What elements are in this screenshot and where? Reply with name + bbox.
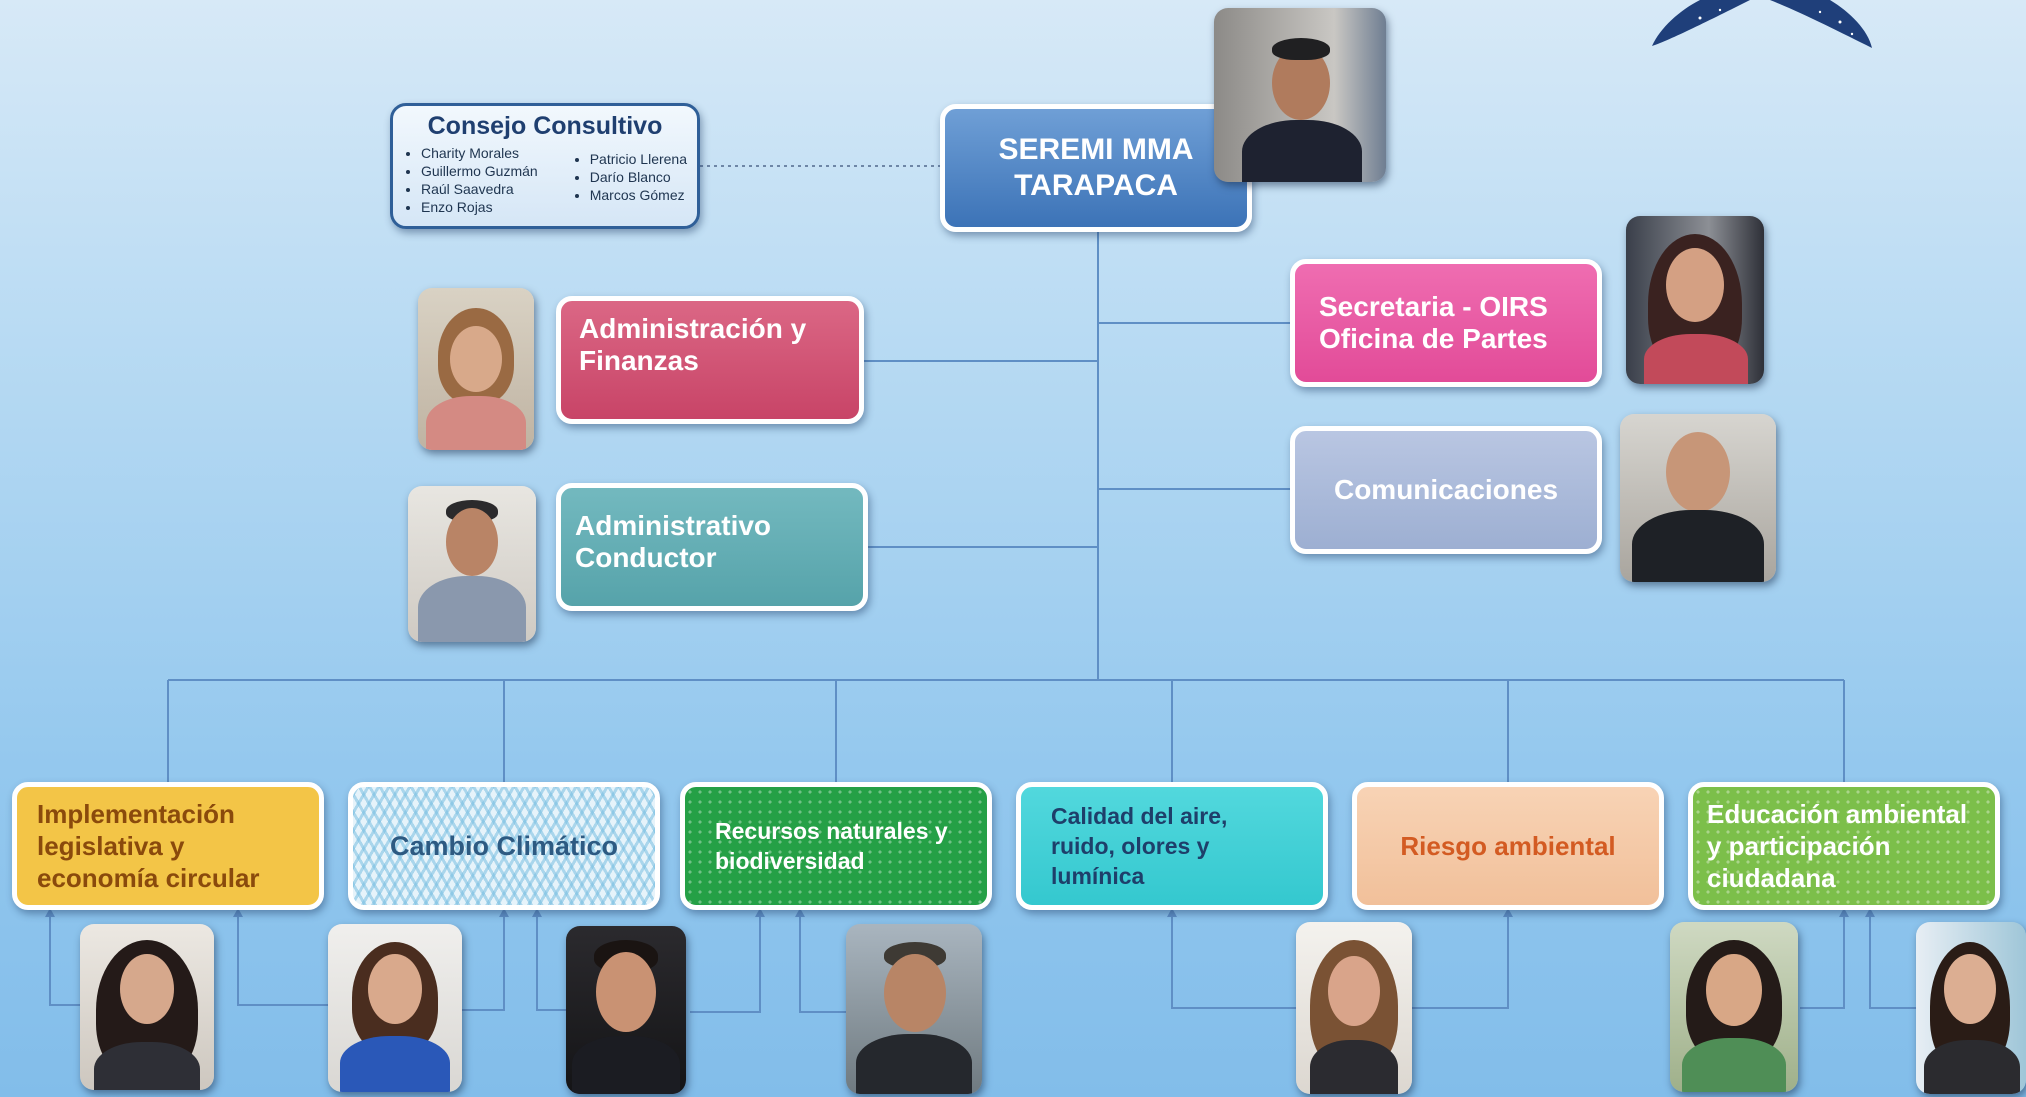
dept-recursos-label: Recursos naturales y biodiversidad <box>715 818 948 874</box>
seremi-line2: TARAPACA <box>1014 169 1178 202</box>
team-photo <box>1916 922 2026 1094</box>
team-photo <box>328 924 462 1092</box>
admin-finanzas-photo <box>418 288 534 450</box>
dept-cambio-box: Cambio Climático <box>348 782 660 910</box>
consejo-title: Consejo Consultivo <box>427 112 663 140</box>
team-photo <box>566 926 686 1094</box>
consejo-members-right: Patricio Llerena Darío Blanco Marcos Góm… <box>572 150 687 216</box>
consejo-members-left: Charity Morales Guillermo Guzmán Raúl Sa… <box>403 144 538 216</box>
dept-educacion-label: Educación ambiental y participación ciud… <box>1707 799 1968 893</box>
dept-riesgo-box: Riesgo ambiental <box>1352 782 1664 910</box>
dept-riesgo-label: Riesgo ambiental <box>1400 831 1616 861</box>
comunicaciones-box: Comunicaciones <box>1290 426 1602 554</box>
administrativo-photo <box>408 486 536 642</box>
consejo-member: Charity Morales <box>421 144 538 162</box>
team-photo <box>80 924 214 1090</box>
team-photo <box>846 924 982 1094</box>
consejo-member: Guillermo Guzmán <box>421 162 538 180</box>
dept-recursos-box: Recursos naturales y biodiversidad <box>680 782 992 910</box>
consejo-consultivo-box: Consejo Consultivo Charity Morales Guill… <box>390 103 700 229</box>
dept-calidad-box: Calidad del aire, ruido, olores y lumíni… <box>1016 782 1328 910</box>
seremi-box: SEREMI MMA TARAPACA <box>940 104 1252 232</box>
seremi-photo <box>1214 8 1386 182</box>
consejo-member: Darío Blanco <box>590 168 687 186</box>
comunicaciones-label: Comunicaciones <box>1333 474 1559 505</box>
admin-finanzas-box: Administración y Finanzas <box>556 296 864 424</box>
administrativo-label: Administrativo Conductor <box>575 510 772 573</box>
seremi-line1: SEREMI MMA <box>998 133 1194 166</box>
dept-calidad-label: Calidad del aire, ruido, olores y lumíni… <box>1051 803 1228 889</box>
secretaria-box: Secretaria - OIRS Oficina de Partes <box>1290 259 1602 387</box>
consejo-member: Raúl Saavedra <box>421 180 538 198</box>
comunicaciones-photo <box>1620 414 1776 582</box>
dept-implementacion-box: Implementación legislativa y economía ci… <box>12 782 324 910</box>
leaf-decoration <box>1652 0 1872 48</box>
team-photo <box>1296 922 1412 1094</box>
dept-cambio-label: Cambio Climático <box>389 831 619 861</box>
secretaria-label: Secretaria - OIRS Oficina de Partes <box>1319 291 1548 354</box>
dept-implementacion-label: Implementación legislativa y economía ci… <box>37 799 260 893</box>
consejo-member: Patricio Llerena <box>590 150 687 168</box>
team-photo <box>1670 922 1798 1092</box>
consejo-member: Marcos Gómez <box>590 186 687 204</box>
administrativo-box: Administrativo Conductor <box>556 483 868 611</box>
secretaria-photo <box>1626 216 1764 384</box>
admin-finanzas-label: Administración y Finanzas <box>579 313 807 376</box>
consejo-member: Enzo Rojas <box>421 198 538 216</box>
dept-educacion-box: Educación ambiental y participación ciud… <box>1688 782 2000 910</box>
